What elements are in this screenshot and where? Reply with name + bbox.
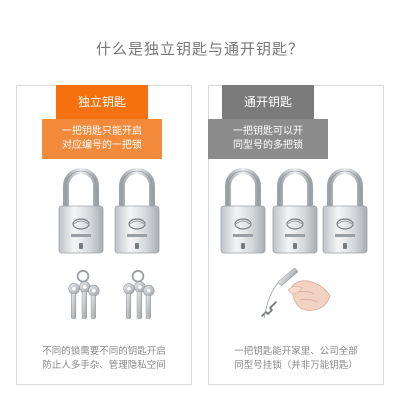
padlock-icon [114,168,160,254]
key-bunch-icon [120,266,156,326]
key-bunch-icon [65,266,101,326]
hand-holding-key-icon [261,268,331,319]
caption-line: 不同的锁需要不同的钥匙开启 [42,346,166,357]
padlock-icon [272,168,318,254]
independent-key-description: 一把钥匙只能开启 对应编号的一把锁 [42,119,162,159]
padlock-icon [58,168,104,254]
description-line: 一把钥匙可以开 [233,126,303,137]
caption-line: 一把钥匙能开家里、公司全部 [234,346,358,357]
description-line: 同型号的多把锁 [233,140,303,151]
master-key-description: 一把钥匙可以开 同型号的多把锁 [208,119,328,159]
master-key-caption: 一把钥匙能开家里、公司全部 同型号挂锁（并非万能钥匙） [208,345,384,373]
padlock-icon [322,168,368,254]
padlock-icon [220,168,266,254]
caption-line: 防止人多手杂、管理隐私空间 [42,360,166,371]
independent-key-caption: 不同的锁需要不同的钥匙开启 防止人多手杂、管理隐私空间 [18,345,190,373]
description-line: 对应编号的一把锁 [62,140,142,151]
caption-line: 同型号挂锁（并非万能钥匙） [234,360,358,371]
independent-key-header: 独立钥匙 [56,85,148,119]
description-line: 一把钥匙只能开启 [62,126,142,137]
master-key-header: 通开钥匙 [222,85,314,119]
page-title: 什么是独立钥匙与通开钥匙？ [95,40,304,58]
